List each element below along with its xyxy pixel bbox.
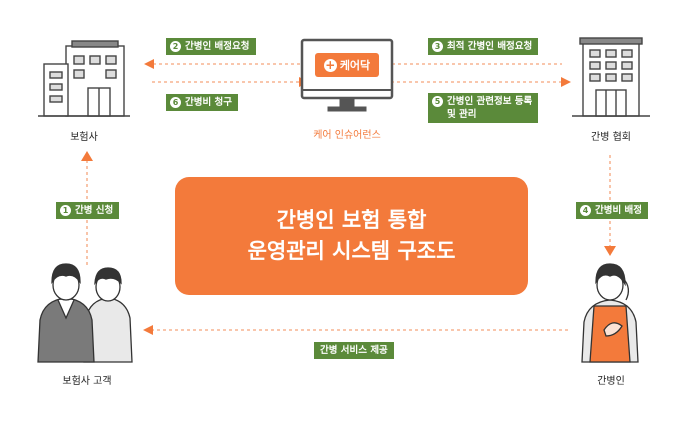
step-text: 간병인 배정요청 [185, 41, 250, 52]
step-3-badge: 3 최적 간병인 배정요청 [428, 38, 539, 55]
platform-brand: 케어닥 [339, 59, 371, 72]
step-number: 3 [432, 41, 443, 52]
step-number: 5 [432, 96, 443, 107]
step-text: 간병비 배정 [595, 205, 643, 216]
caregiver-person-icon [581, 263, 639, 363]
step-text: 간병비 청구 [185, 97, 233, 108]
arrowhead-up-insurer [81, 151, 93, 161]
plus-icon: + [323, 57, 337, 72]
center-title-line1: 간병인 보험 통합 [276, 208, 427, 232]
service-text: 간병 서비스 제공 [320, 345, 388, 356]
step-text: 최적 간병인 배정요청 [447, 41, 533, 52]
insurer-label: 보험사 [70, 132, 98, 143]
step-6-badge: 6 간병비 청구 [166, 94, 239, 111]
center-title-line2: 운영관리 시스템 구조도 [247, 239, 456, 263]
arrowhead-down-caregiver [604, 246, 616, 256]
step-number: 2 [170, 41, 181, 52]
arrowhead-left-top [144, 59, 154, 69]
step-number: 6 [170, 97, 181, 108]
step-2-badge: 2 간병인 배정요청 [166, 38, 256, 55]
center-title-box: 간병인 보험 통합 운영관리 시스템 구조도 [175, 177, 528, 295]
step-5-badge: 5 간병인 관련정보 등록 및 관리 [428, 93, 539, 123]
step-text: 간병 신청 [75, 205, 114, 216]
association-building-icon [572, 37, 650, 117]
step-1-badge: 1 간병 신청 [56, 202, 120, 219]
step-number: 4 [580, 205, 591, 216]
step-4-badge: 4 간병비 배정 [576, 202, 649, 219]
caregiver-label: 간병인 [597, 376, 625, 387]
customer-label: 보험사 고객 [62, 376, 112, 387]
step-text: 간병인 관련정보 등록 및 관리 [447, 96, 533, 120]
service-badge: 간병 서비스 제공 [314, 342, 394, 359]
platform-logo: + 케어닥 [315, 53, 379, 77]
arrowhead-right-association [561, 77, 571, 87]
arrowhead-left-customer [143, 325, 153, 335]
association-label: 간병 협회 [591, 132, 631, 143]
customer-people-icon [37, 263, 133, 363]
insurer-building-icon [38, 40, 130, 117]
step-number: 1 [60, 205, 71, 216]
platform-caption: 케어 인슈어런스 [313, 130, 381, 141]
